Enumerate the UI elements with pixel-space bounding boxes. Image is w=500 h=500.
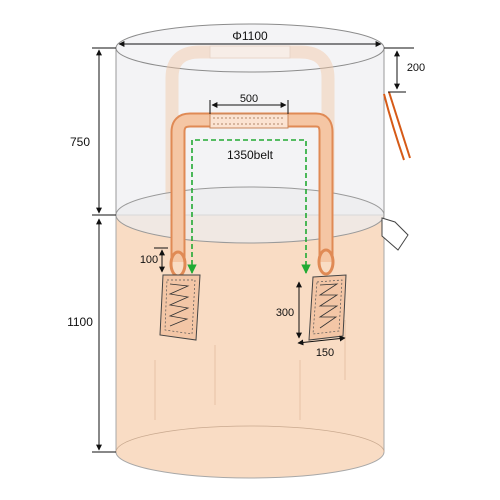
side-spout-shape [381, 217, 409, 251]
loop-offset-label: 100 [140, 254, 158, 266]
back-lifting-loop [165, 45, 335, 200]
back-loop-patch [209, 45, 291, 59]
pocket-height-label: 300 [276, 307, 294, 319]
cord-length-label: 200 [407, 62, 425, 74]
pocket-width-label: 150 [316, 347, 334, 359]
pocket-right-stitch [312, 279, 343, 335]
belt-loop-right-eye [317, 248, 335, 276]
dimensions [92, 41, 414, 453]
pocket-right [308, 274, 347, 341]
skirt-height-label: 750 [70, 135, 90, 149]
tie-cord-line-b [383, 93, 405, 161]
bag-bottom-back-rim [115, 425, 385, 453]
body-top-rim [115, 186, 385, 244]
belt-top-patch [209, 113, 289, 129]
pocket-left-shape [159, 274, 201, 341]
pocket-right-zigzag [318, 283, 339, 329]
diameter-label: Φ1100 [232, 29, 268, 43]
belt-loop-right [317, 248, 335, 276]
belt-length-path [187, 139, 311, 274]
tie-cord [383, 91, 411, 161]
belt-width-label: 500 [240, 93, 258, 105]
back-loop-band [165, 45, 335, 200]
front-lifting-belt [170, 112, 334, 262]
belt-length-label: 1350belt [227, 148, 274, 162]
side-spout [381, 217, 409, 251]
pocket-left-zigzag [168, 283, 190, 327]
body-height-label: 1100 [67, 315, 93, 329]
tie-cord-line-a [388, 91, 411, 159]
pocket-left [159, 274, 201, 341]
pocket-width-dim-line [297, 335, 346, 346]
